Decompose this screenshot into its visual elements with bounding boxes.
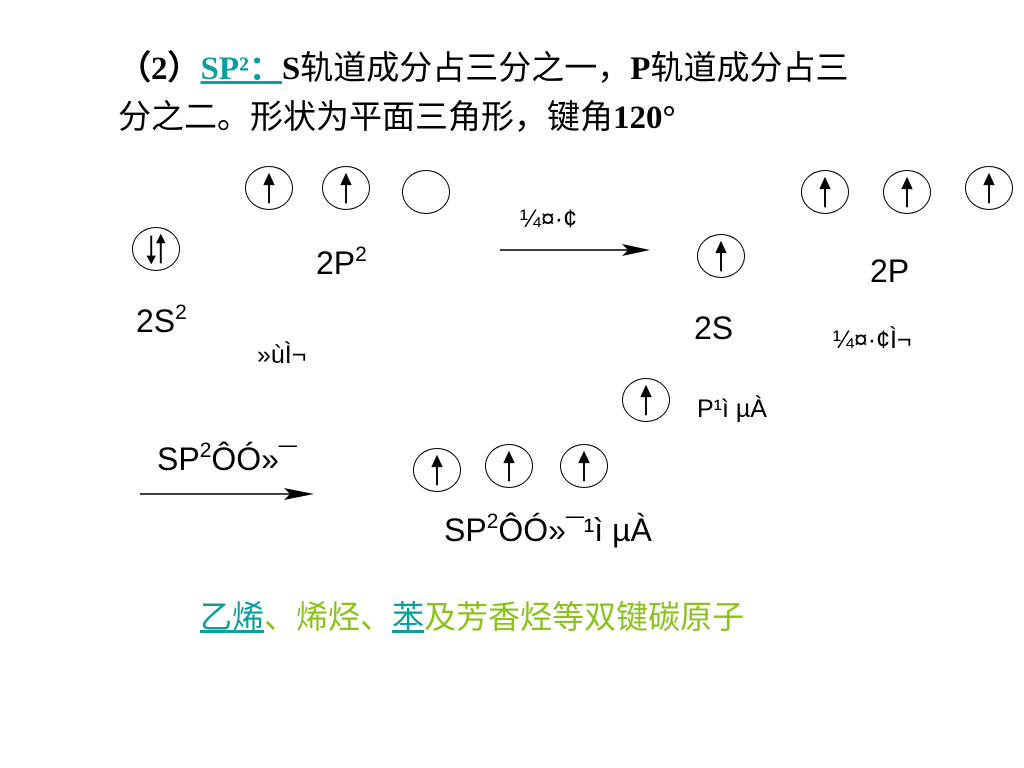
s-letter: S — [281, 51, 301, 87]
up-arrow-icon — [901, 176, 913, 208]
heading: （2）SP²：S轨道成分占三分之一，P轨道成分占三 分之二。形状为平面三角形，键… — [118, 44, 1018, 142]
excite-arrow-label: ¼¤·¢ — [520, 205, 577, 233]
hybrid-arrow-tail: ÔÓ»¯ — [211, 441, 297, 477]
excite-arrow-icon — [500, 244, 650, 256]
alkene-text: 烯烃 — [296, 598, 361, 636]
excited-state-label: ¼¤·¢Ì¬ — [833, 326, 912, 354]
heading-text-3: 分之二。形状为平面三角形，键角 — [118, 97, 613, 136]
examples-rest: 及芳香烃等双键碳原子 — [424, 598, 745, 636]
link-benzene[interactable]: 苯 — [392, 598, 425, 636]
hybridization-arrow-label: SP2ÔÓ»¯ — [157, 440, 297, 477]
hybrid-arrow-main: SP — [157, 441, 200, 477]
up-arrow-icon — [431, 454, 443, 486]
sp2-label-sup: 2 — [486, 510, 499, 533]
excited-2p-orbital-3 — [965, 166, 1013, 210]
ground-2p-text: 2P — [316, 245, 356, 281]
up-arrow-icon — [715, 240, 727, 272]
excited-2p-orbital-2 — [883, 170, 931, 214]
unhybridized-p-orbital — [622, 378, 670, 422]
ground-2s-text: 2S — [136, 303, 176, 339]
heading-text-2: 轨道成分占三 — [650, 48, 849, 87]
heading-prefix: （2） — [118, 51, 201, 87]
hybridization-arrow-icon — [140, 488, 314, 500]
sp2-orbital-3 — [560, 444, 608, 488]
ground-2s-label: 2S2 — [136, 302, 187, 339]
sp2-label-tail: ÔÓ»¯¹ì µÀ — [498, 512, 652, 548]
excited-2s-orbital — [697, 234, 745, 278]
sp2-orbital-label: SP2ÔÓ»¯¹ì µÀ — [444, 511, 652, 548]
ground-2s-sup: 2 — [175, 301, 187, 324]
up-arrow-icon — [640, 384, 652, 416]
up-arrow-icon — [340, 172, 352, 204]
excited-2s-label: 2S — [694, 310, 734, 346]
paired-electrons-icon — [146, 233, 166, 265]
excited-2p-orbital-1 — [801, 170, 849, 214]
separator-1: 、 — [264, 598, 297, 636]
ground-2p-sup: 2 — [355, 243, 367, 266]
up-arrow-icon — [983, 172, 995, 204]
up-arrow-icon — [578, 450, 590, 482]
link-ethylene[interactable]: 乙烯 — [200, 598, 265, 636]
up-arrow-icon — [819, 176, 831, 208]
sp2-orbital-1 — [413, 448, 461, 492]
ground-2s-orbital — [132, 227, 180, 271]
excited-2p-label: 2P — [870, 253, 910, 289]
p-letter: P — [630, 51, 651, 87]
separator-2: 、 — [360, 598, 393, 636]
ground-state-label: »ùÌ¬ — [257, 341, 307, 369]
hybrid-arrow-sup: 2 — [199, 439, 212, 462]
ground-2p-orbital-1 — [245, 166, 293, 210]
sp2-link[interactable]: SP²： — [200, 51, 282, 87]
ground-2p-orbital-2 — [322, 166, 370, 210]
sp2-orbital-2 — [485, 444, 533, 488]
examples-line: 乙烯、烯烃、苯及芳香烃等双键碳原子 — [200, 592, 744, 638]
up-arrow-icon — [503, 450, 515, 482]
ground-2p-orbital-empty — [402, 170, 450, 214]
ground-2p-label: 2P2 — [316, 244, 367, 281]
heading-text-1: 轨道成分占三分之一， — [300, 48, 631, 87]
sp2-label-main: SP — [444, 512, 487, 548]
up-arrow-icon — [263, 172, 275, 204]
unhybridized-p-label: P¹ì µÀ — [697, 395, 767, 423]
bond-angle: 120° — [613, 100, 676, 136]
